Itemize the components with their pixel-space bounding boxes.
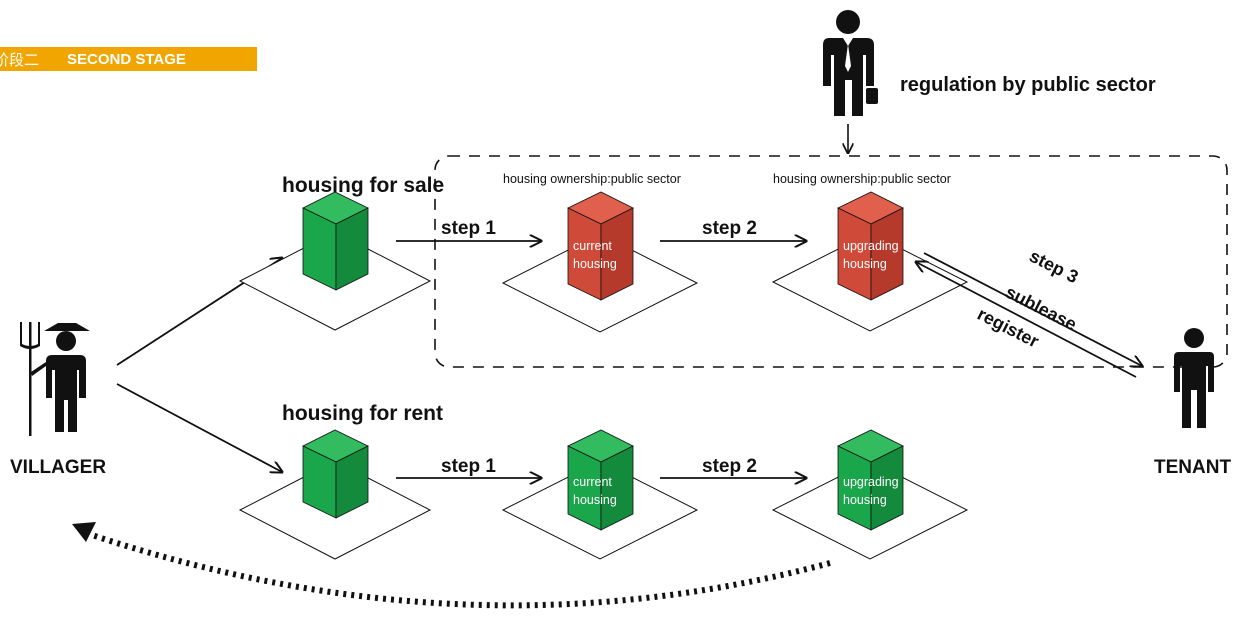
sale-upgrading-housing-block [771, 191, 969, 332]
regulation-label: regulation by public sector [900, 74, 1156, 96]
regulator-person-icon [823, 10, 878, 116]
ownership-label-upgrading: housing ownership:public sector [773, 172, 951, 186]
tenant-label: TENANT [1154, 457, 1231, 478]
rent-upgrading-housing-block [771, 429, 969, 560]
villager-to-rent-arrow [116, 383, 282, 472]
rent-current-housing-line2: housing [573, 493, 617, 507]
step3-label: step 3 [1026, 246, 1081, 287]
stage-badge: 阶段二 SECOND STAGE [0, 47, 257, 71]
rent-upgrading-housing-line2: housing [843, 493, 887, 507]
rent-step1-label: step 1 [441, 456, 496, 477]
rent-step2-label: step 2 [702, 456, 757, 477]
return-to-villager-dotted-arrow [91, 532, 831, 609]
sale-current-housing-block [501, 191, 699, 333]
public-sector-frame [434, 155, 1228, 368]
sale-current-housing-line1: current [573, 239, 612, 253]
villager-person-icon [20, 322, 90, 436]
housing-for-rent-label: housing for rent [282, 402, 443, 425]
rent-current-housing-line1: current [573, 475, 612, 489]
stage-english-label: SECOND STAGE [67, 50, 186, 68]
sale-current-housing-line2: housing [573, 257, 617, 271]
sale-upgrading-housing-line2: housing [843, 257, 887, 271]
tenant-person-icon [1174, 328, 1214, 428]
stage-chinese-label: 阶段二 [0, 50, 40, 69]
ownership-label-current: housing ownership:public sector [503, 172, 681, 186]
rent-housing-block [238, 429, 432, 560]
housing-for-sale-label: housing for sale [282, 174, 444, 197]
return-arrowhead [72, 522, 96, 542]
sale-housing-block [238, 191, 432, 331]
sublease-arrow [923, 252, 1142, 366]
rent-current-housing-block [501, 429, 699, 560]
sale-step2-label: step 2 [702, 218, 757, 239]
villager-label: VILLAGER [10, 457, 106, 478]
rent-upgrading-housing-line1: upgrading [843, 475, 899, 489]
register-arrow [916, 262, 1137, 378]
sale-step1-label: step 1 [441, 218, 496, 239]
sale-upgrading-housing-line1: upgrading [843, 239, 899, 253]
